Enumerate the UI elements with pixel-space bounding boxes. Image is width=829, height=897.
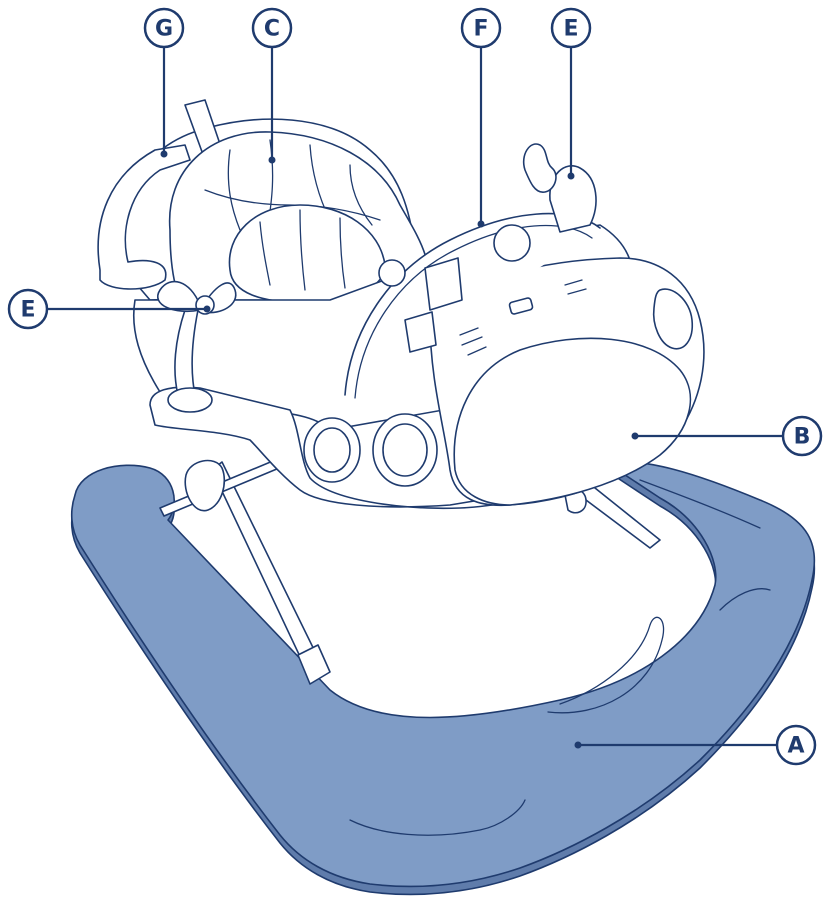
leader-g-dot <box>160 150 168 158</box>
callout-f: F <box>460 7 502 49</box>
leader-b-dot <box>631 432 639 440</box>
callout-a-circle <box>775 724 817 766</box>
front-button-right-inner <box>382 423 428 477</box>
seat-inner-folds <box>259 209 346 291</box>
callout-b-circle <box>781 415 823 457</box>
callout-c: C <box>251 7 293 49</box>
control-pod-side-button <box>652 288 694 350</box>
arch-bead-small <box>378 259 406 287</box>
seat-assembly <box>97 99 430 304</box>
callout-f-circle <box>460 7 502 49</box>
callout-e-right-circle <box>550 7 592 49</box>
leader-c-dot <box>268 156 276 164</box>
arch-toy-cylinder <box>424 257 463 311</box>
callout-e-left: E <box>7 288 49 330</box>
callout-e-right-label: E <box>563 17 578 42</box>
walker-base-inner-ridge <box>547 616 665 714</box>
callout-e-left-circle <box>7 288 49 330</box>
leg-foot <box>297 644 331 685</box>
walker-base-groove-right <box>719 588 771 611</box>
hinge-joint <box>184 459 226 512</box>
walker-base-groove <box>349 799 526 836</box>
callout-a: A <box>775 724 817 766</box>
callout-c-label: C <box>264 17 280 42</box>
callout-e-right: E <box>550 7 592 49</box>
seat-fabric-folds <box>204 139 381 231</box>
right-toy-figure <box>522 143 557 193</box>
leader-a-dot <box>574 741 582 749</box>
walker-base-body <box>70 461 816 888</box>
callout-c-circle <box>251 7 293 49</box>
toy-left-rattle <box>157 280 237 413</box>
arch-toy-lower <box>404 311 437 353</box>
control-pod-slot <box>508 297 534 315</box>
callout-b: B <box>781 415 823 457</box>
callout-f-label: F <box>473 17 488 42</box>
callout-leaders <box>48 48 782 749</box>
leader-e-right-dot <box>567 172 575 180</box>
rattle-base <box>167 387 213 413</box>
front-button-left-inner <box>313 427 351 473</box>
callout-e-left-label: E <box>20 298 35 323</box>
control-pod-face <box>453 337 692 506</box>
control-pod-vents <box>459 279 587 356</box>
callout-g: G <box>143 7 185 49</box>
toy-arch <box>344 212 601 399</box>
callout-g-circle <box>143 7 185 49</box>
callout-g-label: G <box>155 17 173 42</box>
callout-a-label: A <box>787 734 804 759</box>
seat-handle <box>97 144 191 290</box>
toy-right-figure <box>522 143 597 233</box>
callout-b-label: B <box>794 425 811 450</box>
leader-f-dot <box>477 220 485 228</box>
walker-base <box>70 461 816 896</box>
walker-base-groove-top <box>639 479 761 529</box>
leader-e-left-dot <box>203 305 211 313</box>
arch-bead-large <box>493 224 531 262</box>
